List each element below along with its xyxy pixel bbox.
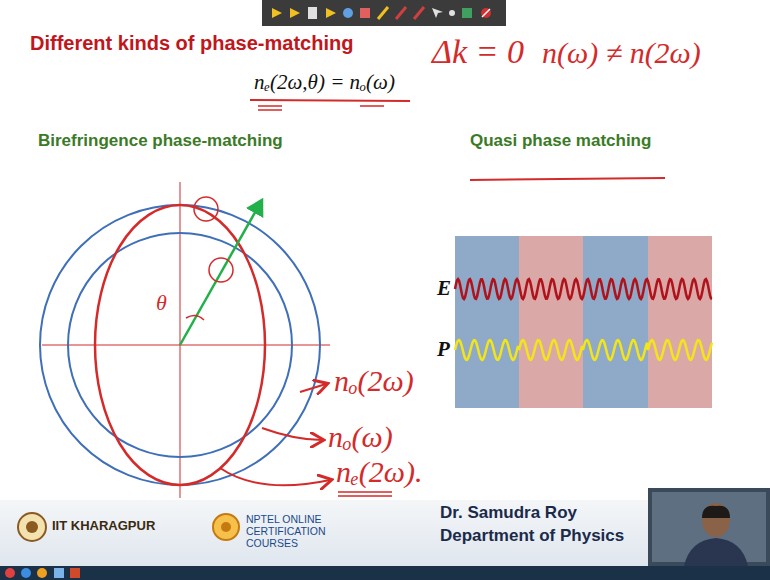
section-heading: Quasi phase matching: [470, 131, 651, 151]
handwritten-note: nₑ(2ω).: [336, 455, 423, 490]
presenter-video: [648, 488, 770, 566]
footer-presenter: Dr. Samudra Roy: [440, 503, 577, 523]
handwritten-note: Δk = 0: [432, 32, 524, 71]
nptel-logo: [213, 514, 239, 540]
toolbar-icons: [272, 7, 491, 19]
taskbar: [0, 566, 770, 580]
footer-department: Department of Physics: [440, 526, 624, 546]
wave-label: E: [437, 276, 451, 300]
polarization-wave: [455, 340, 712, 360]
wave-label: P: [437, 337, 450, 361]
taskbar-icons: [5, 568, 80, 578]
handwritten-note: n(ω) ≠ n(2ω): [542, 36, 701, 71]
formula-annotations: [250, 100, 410, 110]
slide-title: Different kinds of phase-matching: [30, 32, 353, 55]
iit-logo: [18, 513, 46, 541]
section-heading: Birefringence phase-matching: [38, 131, 283, 151]
angle-label: θ: [156, 290, 167, 315]
formula: nₑ(2ω,θ) = nₒ(ω): [254, 70, 395, 94]
periodic-poling-bands: [455, 236, 712, 408]
field-wave: [455, 279, 712, 299]
handwritten-note: nₒ(ω): [328, 420, 393, 455]
handwritten-note: nₒ(2ω): [334, 364, 414, 399]
toolbar: [262, 0, 506, 26]
index-ellipsoid-figure: [40, 182, 392, 498]
footer-institute: IIT KHARAGPUR: [52, 519, 155, 534]
underline: [470, 178, 665, 180]
footer-course: NPTEL ONLINE CERTIFICATION COURSES: [246, 513, 371, 549]
